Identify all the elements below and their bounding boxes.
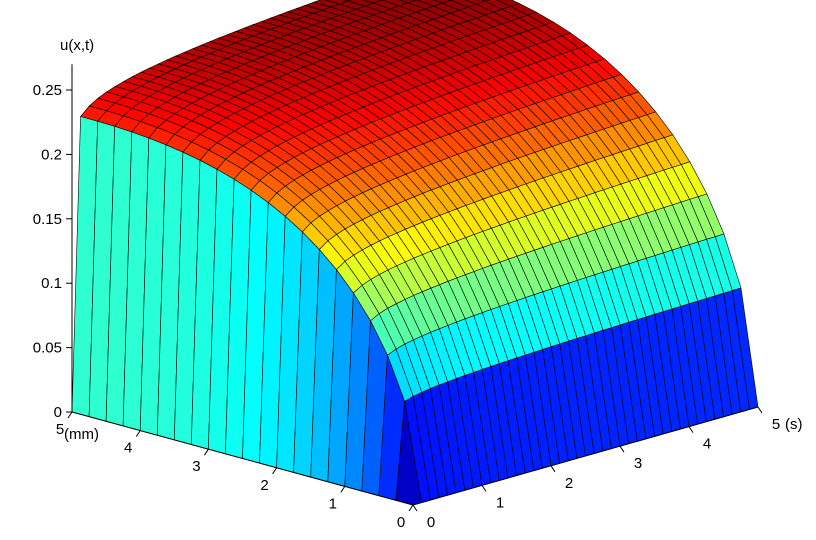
t-tick-label: 4: [703, 436, 711, 453]
x-axis-line: [71, 411, 414, 506]
t-tick-mark: [619, 445, 625, 453]
x-tick-label: 1: [329, 495, 337, 512]
x-tick-label: 5: [56, 421, 64, 438]
z-tick-label: 0.05: [33, 340, 62, 357]
z-tick-label: 0.15: [33, 211, 62, 228]
z-tick-label: 0.25: [33, 82, 62, 99]
t-axis-line: [412, 406, 759, 506]
axes: 0 0.05 0.1 0.15 0.2 0.25 0 1 2 3 4 5 0 1 2 3 4 5 u(x,t)…: [33, 37, 803, 531]
x-tick-mark: [67, 411, 73, 419]
x-tick-label: 0: [397, 514, 405, 531]
x-tick-mark: [272, 467, 278, 475]
z-axis-label: u(x,t): [60, 37, 94, 54]
z-tick-label: 0.2: [41, 146, 62, 163]
t-tick-mark: [757, 406, 763, 414]
t-tick-label: 3: [634, 455, 642, 472]
x-tick-label: 3: [192, 458, 200, 475]
t-ticks: 0 1 2 3 4 5: [412, 406, 780, 531]
x-tick-label: 2: [260, 477, 268, 494]
t-tick-mark: [688, 426, 694, 433]
t-tick-label: 2: [565, 475, 573, 492]
t-tick-mark: [412, 504, 418, 512]
surface-mesh: [71, 0, 759, 506]
t-tick-label: 0: [427, 514, 435, 531]
z-tick-label: 0.1: [41, 275, 62, 292]
x-tick-mark: [203, 448, 209, 456]
t-axis-unit-label: (s): [785, 416, 803, 433]
x-tick-mark: [408, 504, 414, 512]
x-axis-unit-label: (mm): [64, 426, 99, 443]
x-ticks: 0 1 2 3 4 5: [56, 411, 414, 531]
t-tick-mark: [550, 465, 556, 473]
t-tick-label: 5: [772, 416, 780, 433]
x-tick-label: 4: [124, 440, 132, 457]
x-tick-mark: [135, 430, 141, 437]
z-ticks: 0 0.05 0.1 0.15 0.2 0.25: [33, 82, 72, 421]
x-tick-mark: [340, 486, 346, 493]
z-tick-label: 0: [54, 404, 62, 421]
t-tick-mark: [481, 485, 487, 492]
t-tick-label: 1: [496, 494, 504, 511]
